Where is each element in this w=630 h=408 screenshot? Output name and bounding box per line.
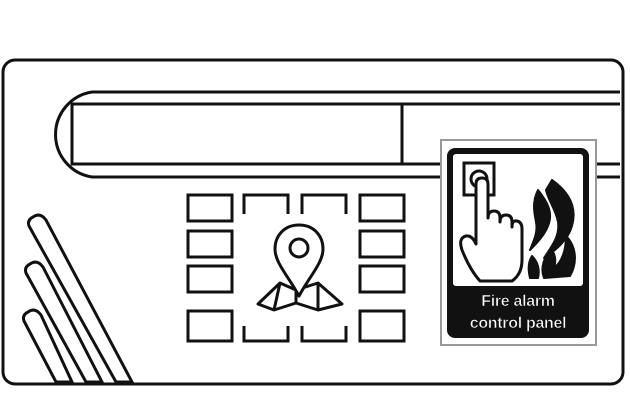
keypad — [186, 193, 406, 343]
map-location-pin-icon — [256, 223, 344, 312]
location-pin-dot — [288, 237, 310, 259]
key-left-2 — [186, 229, 234, 259]
location-pin — [273, 223, 325, 298]
key-left-1 — [186, 193, 234, 223]
display-bar-frame — [54, 90, 620, 179]
key-right-3 — [358, 264, 406, 294]
key-right-4 — [358, 309, 406, 343]
key-left-3 — [186, 264, 234, 294]
hand-pressing-button-icon — [459, 176, 524, 283]
key-right-2 — [358, 229, 406, 259]
keypad-center-frames — [242, 193, 348, 343]
vent-stripes — [22, 213, 135, 384]
key-left-4 — [186, 309, 234, 343]
sign-title-line1: Fire alarm — [481, 293, 555, 310]
display-screen — [70, 102, 404, 166]
flame-icon — [527, 179, 576, 279]
sign-title-line2: control panel — [470, 315, 567, 332]
key-right-1 — [358, 193, 406, 223]
